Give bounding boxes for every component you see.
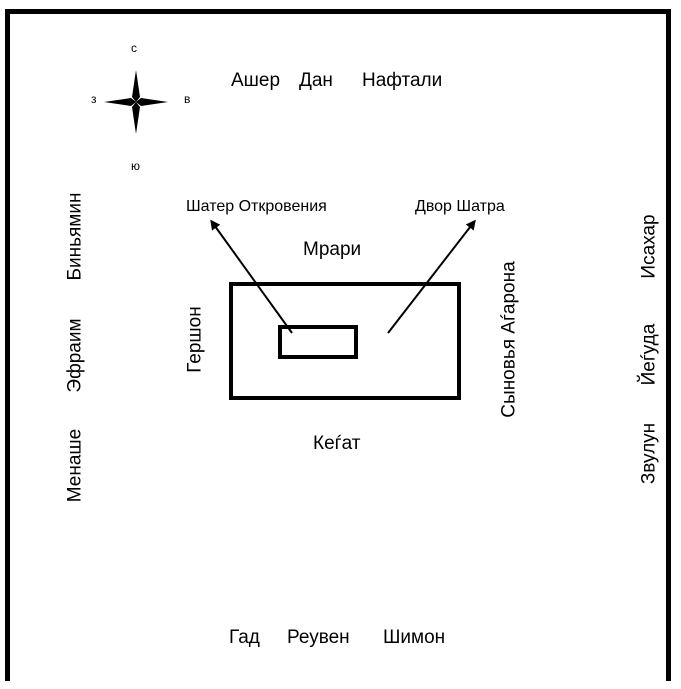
tribe-binyamin: Биньямин	[64, 192, 86, 281]
label-courtyard: Двор Шатра	[415, 198, 505, 215]
tribe-reuven: Реувен	[287, 627, 350, 648]
compass-south-label: ю	[131, 159, 140, 173]
levite-aharon-sons: Сыновья Аѓарона	[498, 261, 520, 418]
levite-kehat: Кеѓат	[313, 433, 361, 454]
tribe-menashe: Менаше	[64, 428, 86, 503]
compass-east-label: в	[184, 92, 191, 106]
tribe-shimon: Шимон	[383, 627, 446, 648]
diagram-frame	[5, 9, 671, 681]
compass-star-icon	[104, 70, 168, 134]
tent-arrow	[210, 219, 293, 334]
tribe-efraim: Эфраим	[64, 318, 86, 393]
levite-mrari: Мрари	[303, 239, 362, 260]
compass-north-label: с	[131, 41, 137, 55]
tent-rect	[278, 325, 358, 359]
levite-gershon: Гершон	[184, 306, 206, 373]
tribe-zvulun: Звулун	[638, 422, 660, 485]
tribe-naftali: Нафтали	[362, 70, 443, 91]
tribe-gad: Гад	[229, 627, 260, 648]
tribe-asher: Ашер	[231, 70, 281, 91]
tribe-isachar: Исахар	[638, 214, 660, 279]
compass-west-label: з	[91, 92, 97, 106]
tribe-dan: Дан	[299, 70, 333, 91]
label-tent: Шатер Откровения	[186, 198, 327, 215]
tribe-yehuda: Йеѓуда	[638, 323, 660, 386]
courtyard-rect	[229, 282, 461, 400]
courtyard-arrow	[387, 219, 476, 334]
